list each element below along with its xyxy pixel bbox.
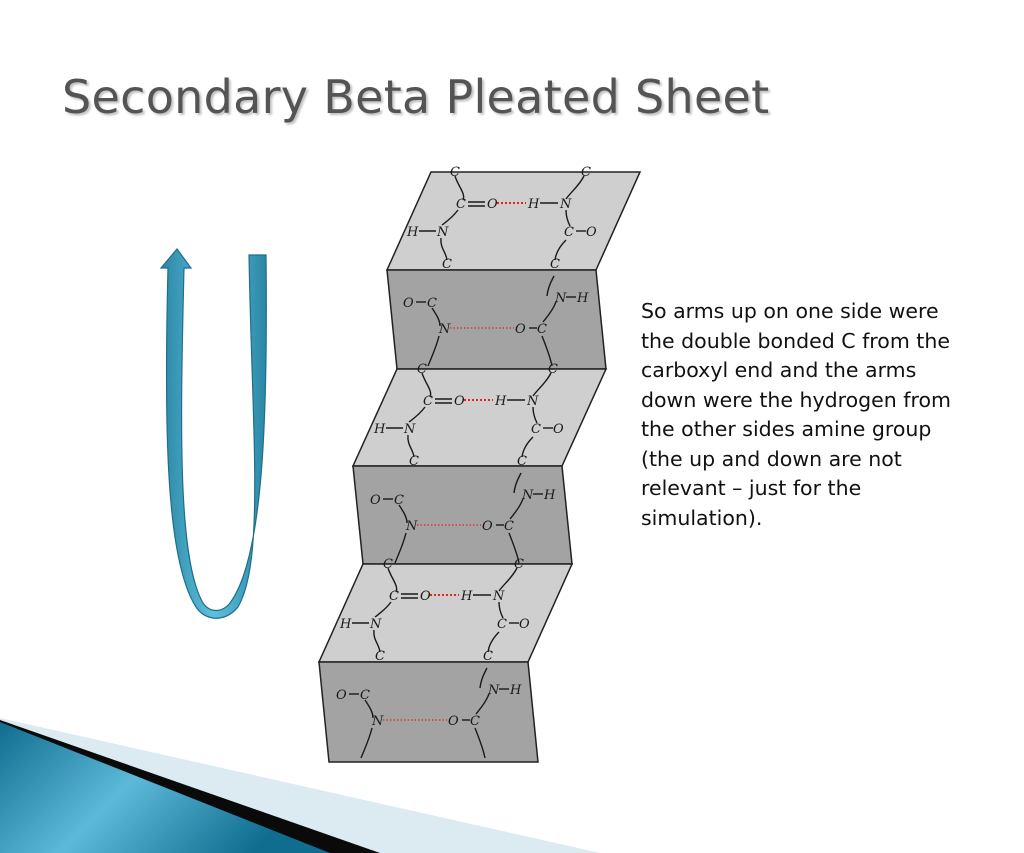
- slide-title: Secondary Beta Pleated Sheet: [62, 70, 770, 124]
- light-panel: [385, 171, 642, 271]
- atom-label: C: [550, 257, 560, 272]
- atom-label: O: [586, 225, 597, 240]
- u-turn-up-arrow-icon: [159, 248, 267, 619]
- atom-label: O: [482, 519, 493, 534]
- atom-label: O: [403, 296, 414, 311]
- atom-label: O: [370, 493, 381, 508]
- dark-panel: [386, 269, 607, 370]
- atom-label: O: [448, 714, 459, 729]
- light-panel: [317, 563, 574, 663]
- atom-label: C: [483, 649, 493, 664]
- atom-label: N: [492, 589, 505, 604]
- atom-label: C: [423, 394, 433, 409]
- atom-label: H: [460, 589, 473, 604]
- atom-label: N: [554, 291, 567, 306]
- atom-label: N: [487, 683, 500, 698]
- atom-label: O: [519, 617, 530, 632]
- atom-label: C: [514, 557, 524, 572]
- beta-sheet-diagram: C C C O H N H N C O C C C C: [317, 165, 642, 763]
- dark-group: O C N H N O C: [336, 667, 522, 759]
- atom-label: C: [581, 165, 591, 180]
- atom-label: C: [564, 225, 574, 240]
- dark-group: O C N H N O C: [403, 275, 589, 367]
- atom-label: N: [526, 394, 539, 409]
- atom-label: O: [454, 394, 465, 409]
- atom-label: O: [553, 422, 564, 437]
- atom-label: H: [406, 225, 419, 240]
- light-group: C C C O H N H N C O C C: [373, 362, 564, 469]
- atom-label: O: [420, 589, 431, 604]
- atom-label: C: [497, 617, 507, 632]
- light-group: C C C O H N H N C O C C: [406, 165, 597, 272]
- atom-label: H: [527, 197, 540, 212]
- dark-panel: [318, 661, 539, 763]
- atom-label: H: [494, 394, 507, 409]
- atom-label: O: [336, 688, 347, 703]
- atom-label: C: [375, 649, 385, 664]
- atom-label: N: [559, 197, 572, 212]
- atom-label: H: [339, 617, 352, 632]
- atom-label: C: [537, 322, 547, 337]
- body-text: So arms up on one side were the double b…: [641, 299, 951, 530]
- atom-label: O: [487, 197, 498, 212]
- atom-label: H: [576, 291, 589, 306]
- atom-label: C: [517, 454, 527, 469]
- atom-label: C: [470, 714, 480, 729]
- atom-label: H: [543, 488, 556, 503]
- atom-label: C: [456, 197, 466, 212]
- atom-label: N: [438, 322, 451, 337]
- atom-label: N: [436, 225, 449, 240]
- atom-label: C: [409, 454, 419, 469]
- atom-label: C: [383, 557, 393, 572]
- atom-label: H: [509, 683, 522, 698]
- atom-label: C: [360, 688, 370, 703]
- dark-panel: [352, 465, 573, 565]
- atom-label: N: [405, 519, 418, 534]
- atom-label: C: [394, 493, 404, 508]
- atom-label: C: [417, 362, 427, 377]
- decorative-swoosh: [0, 718, 600, 853]
- atom-label: N: [403, 422, 416, 437]
- atom-label: N: [521, 488, 534, 503]
- light-group: C C C O H N H N C O C C: [339, 557, 530, 664]
- atom-label: C: [450, 165, 460, 180]
- light-panel: [351, 368, 608, 467]
- atom-label: N: [369, 617, 382, 632]
- dark-group: O C N H N O C: [370, 472, 556, 564]
- atom-label: O: [515, 322, 526, 337]
- atom-label: C: [389, 589, 399, 604]
- atom-label: C: [548, 362, 558, 377]
- atom-label: C: [427, 296, 437, 311]
- atom-label: N: [371, 714, 384, 729]
- atom-label: C: [442, 257, 452, 272]
- atom-label: C: [531, 422, 541, 437]
- atom-label: C: [504, 519, 514, 534]
- atom-label: H: [373, 422, 386, 437]
